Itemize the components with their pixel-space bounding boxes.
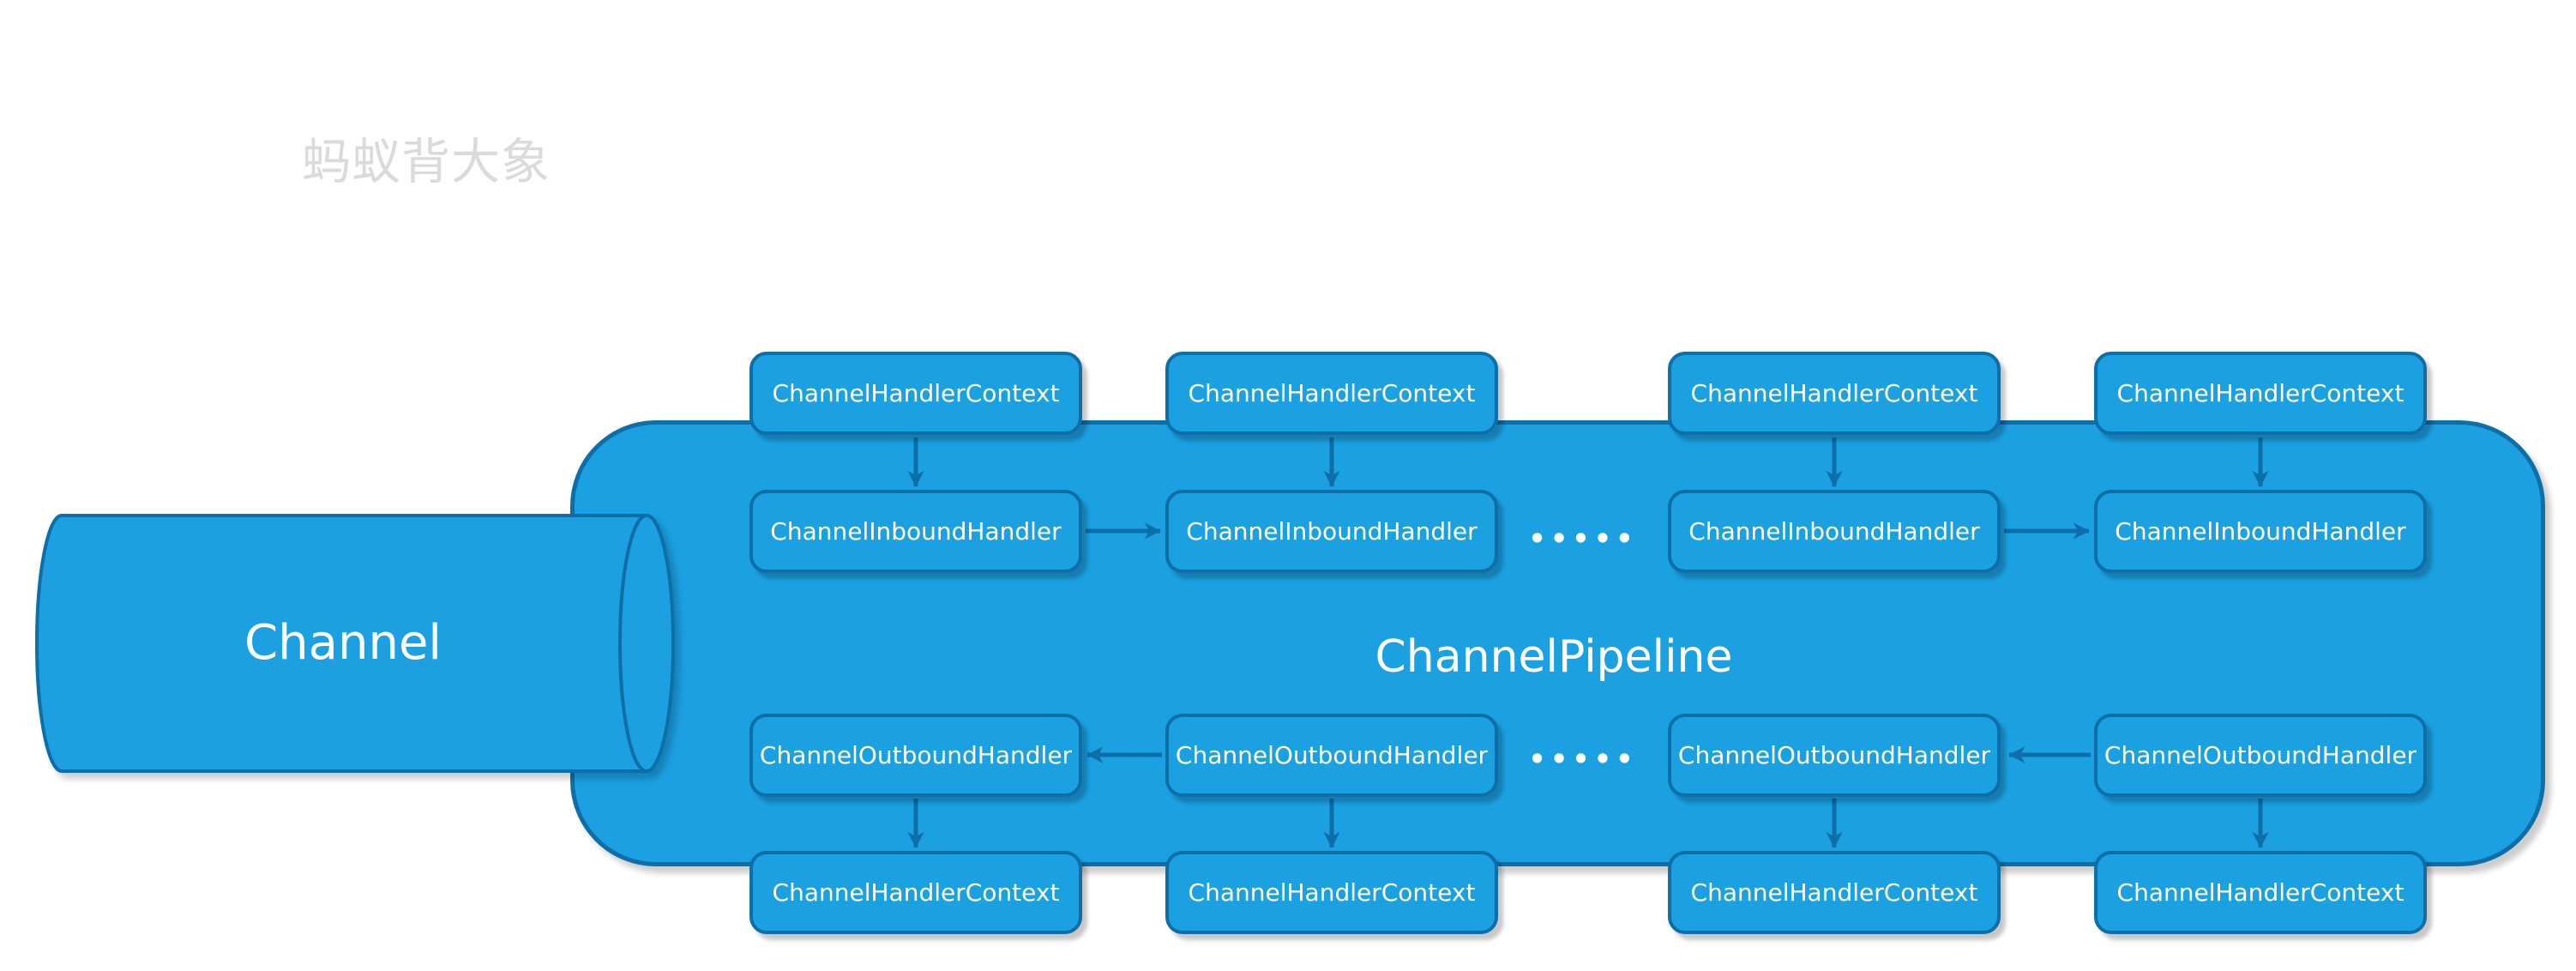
outbound-handler-node-1: ChannelOutboundHandler: [749, 714, 1082, 797]
outbound-ellipsis: •••••: [1528, 743, 1638, 775]
inbound-ellipsis: •••••: [1528, 522, 1638, 555]
top-context-node-4: ChannelHandlerContext: [2094, 352, 2427, 435]
bottom-context-node-2: ChannelHandlerContext: [1165, 851, 1498, 934]
top-context-node-1: ChannelHandlerContext: [749, 352, 1082, 435]
bottom-context-node-1: ChannelHandlerContext: [749, 851, 1082, 934]
top-context-node-3: ChannelHandlerContext: [1668, 352, 2001, 435]
channel-pipeline-label: ChannelPipeline: [1375, 631, 1733, 683]
inbound-handler-node-4: ChannelInboundHandler: [2094, 490, 2427, 573]
bottom-context-node-4: ChannelHandlerContext: [2094, 851, 2427, 934]
watermark-text: 蚂蚁背大象: [302, 134, 551, 190]
inbound-handler-node-1: ChannelInboundHandler: [749, 490, 1082, 573]
inbound-handler-node-3: ChannelInboundHandler: [1668, 490, 2001, 573]
bottom-context-node-3: ChannelHandlerContext: [1668, 851, 2001, 934]
channel-label: Channel: [244, 615, 442, 671]
outbound-handler-node-2: ChannelOutboundHandler: [1165, 714, 1498, 797]
outbound-handler-node-3: ChannelOutboundHandler: [1668, 714, 2001, 797]
outbound-handler-node-4: ChannelOutboundHandler: [2094, 714, 2427, 797]
top-context-node-2: ChannelHandlerContext: [1165, 352, 1498, 435]
inbound-handler-node-2: ChannelInboundHandler: [1165, 490, 1498, 573]
